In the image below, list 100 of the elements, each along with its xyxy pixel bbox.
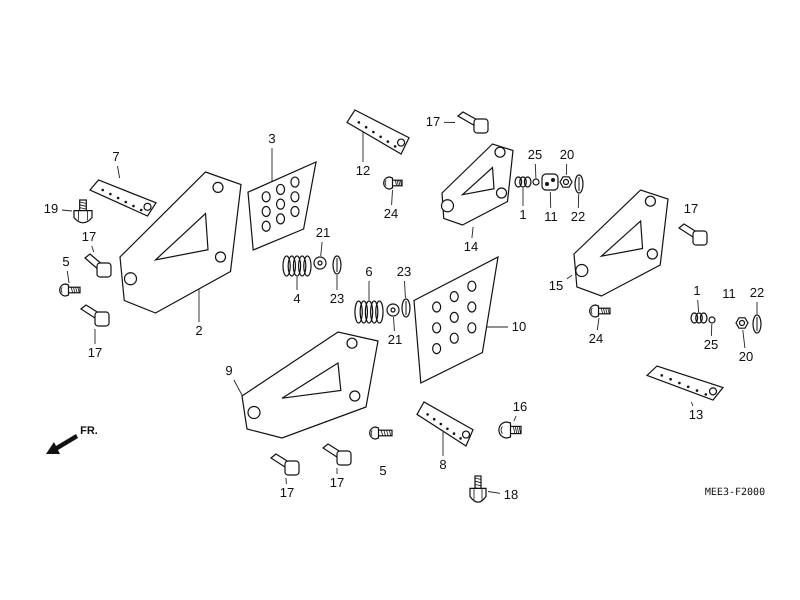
callout-number: 22 <box>567 208 589 226</box>
leader-line <box>566 274 572 280</box>
callout-number: 1 <box>516 206 530 224</box>
leader-line <box>66 270 70 284</box>
washer-drawing <box>313 256 327 270</box>
leader-line <box>534 164 536 178</box>
leader-line <box>393 316 395 332</box>
bolt-drawing <box>78 303 112 329</box>
leader-line <box>320 242 323 256</box>
ball-drawing <box>532 178 540 186</box>
leader-line <box>488 491 500 494</box>
callout-number: 1 <box>690 282 704 300</box>
leader-line <box>336 468 338 474</box>
callout-number: 4 <box>290 290 304 308</box>
leader-line <box>566 164 568 176</box>
callout-number: 11 <box>721 285 737 303</box>
leader-line <box>710 324 712 336</box>
bolt-drawing <box>58 283 82 297</box>
leader-line <box>404 280 406 298</box>
callout-number: 21 <box>312 224 334 242</box>
leader-line <box>62 210 72 212</box>
bolt-drawing <box>455 110 491 136</box>
bolt-drawing <box>382 176 404 190</box>
washer-drawing <box>386 303 400 317</box>
callout-number: 25 <box>700 336 722 354</box>
spring-drawing <box>356 300 382 324</box>
bracket-drawing <box>572 188 670 298</box>
spring-drawing <box>516 176 530 188</box>
leader-line <box>471 226 474 238</box>
callout-number: 6 <box>362 263 376 281</box>
footpeg-drawing <box>345 108 411 156</box>
callout-number: 3 <box>265 130 279 148</box>
callout-number: 23 <box>393 263 415 281</box>
callout-number: 17 <box>276 484 298 502</box>
bolt-drawing <box>320 442 354 468</box>
leader-line <box>522 188 524 206</box>
callout-number: 24 <box>585 330 607 348</box>
footpeg-drawing <box>645 364 725 402</box>
callout-number: 9 <box>222 362 236 380</box>
callout-number: 17 <box>80 228 98 246</box>
leader-line <box>285 478 287 484</box>
callout-number: 14 <box>460 238 482 256</box>
leader-line <box>756 302 758 314</box>
leader-line <box>550 192 552 208</box>
leader-line <box>486 326 508 328</box>
leader-line <box>362 131 364 162</box>
leader-line <box>91 246 94 252</box>
callout-number: 11 <box>540 208 562 226</box>
leader-line <box>442 430 444 456</box>
nut-drawing <box>559 175 573 189</box>
nut-drawing <box>735 316 749 330</box>
callout-number: 5 <box>59 253 73 271</box>
callout-number: 25 <box>524 146 546 164</box>
leader-line <box>513 416 517 422</box>
leader-line <box>578 194 580 208</box>
callout-number: 17 <box>326 474 348 492</box>
bracket-drawing <box>118 170 243 315</box>
leader-line <box>336 274 338 290</box>
callout-number: 17 <box>682 200 700 218</box>
bolt-drawing <box>588 304 612 318</box>
footpeg-drawing <box>415 400 475 448</box>
cotter-pin-drawing <box>752 314 762 334</box>
callout-number: 15 <box>545 277 567 295</box>
leader-line <box>296 276 298 290</box>
heel-plate-drawing <box>412 255 500 385</box>
callout-number: 7 <box>108 148 124 166</box>
callout-number: 20 <box>735 348 757 366</box>
callout-number: 12 <box>352 162 374 180</box>
leader-line <box>391 190 393 206</box>
bolt-drawing <box>82 252 114 280</box>
callout-number: 22 <box>746 284 768 302</box>
callout-number: 20 <box>556 146 578 164</box>
spring-drawing <box>692 312 706 324</box>
heel-plate-drawing <box>246 160 318 252</box>
bracket-drawing <box>440 142 515 227</box>
bracket-drawing <box>240 330 380 440</box>
callout-number: 24 <box>380 205 402 223</box>
callout-number: 10 <box>508 318 530 336</box>
cotter-pin-drawing <box>401 298 411 318</box>
footpeg-drawing <box>88 178 158 218</box>
ball-drawing <box>708 316 716 324</box>
callout-number: 17 <box>422 113 444 131</box>
leader-line <box>742 330 746 348</box>
stud-bolt-drawing <box>468 474 488 506</box>
callout-number: 19 <box>40 200 62 218</box>
callout-number: 16 <box>509 398 531 416</box>
leader-line <box>697 300 700 312</box>
cotter-pin-drawing <box>574 174 584 194</box>
bolt-drawing <box>268 452 302 478</box>
callout-number: 21 <box>384 331 406 349</box>
stud-bolt-drawing <box>72 198 94 226</box>
callout-number: 17 <box>84 344 106 362</box>
callout-number: 8 <box>436 456 450 474</box>
bolt-drawing <box>497 421 523 439</box>
leader-line <box>233 380 243 396</box>
drawing-code: MEE3-F2000 <box>704 486 766 500</box>
callout-number: 5 <box>378 462 388 480</box>
leader-line <box>691 402 694 406</box>
cotter-pin-drawing <box>332 255 342 275</box>
callout-number: 13 <box>685 406 707 424</box>
